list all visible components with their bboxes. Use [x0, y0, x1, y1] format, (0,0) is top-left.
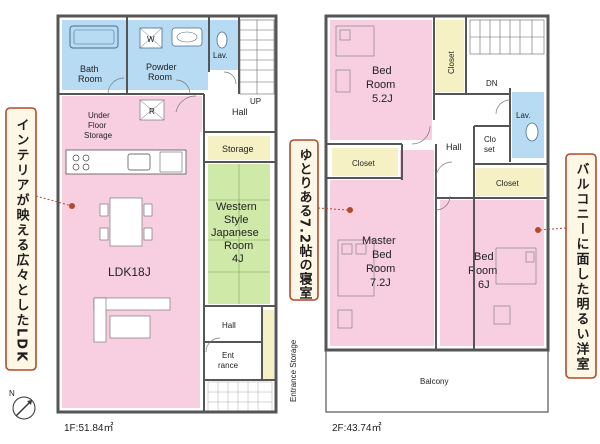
closet-4 — [476, 168, 544, 196]
powder-label-1: Powder — [146, 62, 177, 72]
dining-table-icon — [99, 197, 153, 247]
callout-left-text: インテリアが映える広々としたLDK — [14, 118, 30, 363]
japanese-label-4: Room — [224, 240, 253, 252]
kitchen-sink-icon — [127, 153, 151, 171]
hall-1f-2-label: Hall — [222, 321, 236, 330]
master-label-1: Master — [362, 235, 396, 247]
storage-1f — [208, 136, 270, 160]
under-floor-label-2: Floor — [88, 121, 107, 130]
bed2-label-2: Room — [468, 265, 497, 277]
callout-right-text: バルコニーに面した明るい洋室 — [574, 162, 590, 372]
stove-icon — [72, 154, 90, 171]
bed-icon-master — [337, 239, 375, 329]
sofa-icon — [93, 297, 171, 343]
entrance-label-2: rance — [218, 361, 239, 370]
balcony-label: Balcony — [420, 377, 448, 386]
closet2-label-2: set — [484, 145, 495, 154]
bath-label-2: Room — [78, 74, 102, 84]
callout-middle-text: ゆとりある7.2帖の寝室 — [297, 148, 313, 300]
stairs-1f — [239, 19, 275, 95]
under-floor-label-3: Storage — [84, 131, 113, 140]
bed2-label-1: Bed — [474, 251, 494, 263]
hall-1f-label: Hall — [232, 107, 248, 117]
bed1-label-3: 5.2J — [372, 93, 393, 105]
callout-middle-dot — [347, 207, 353, 213]
callout-left-dot — [69, 203, 75, 209]
closet2-label-1: Clo — [484, 135, 497, 144]
sink-icon — [171, 27, 203, 47]
floor-2: Bed Room 5.2J Closet DN Lav. Hall Clo se… — [324, 14, 550, 434]
closet1-label: Closet — [447, 51, 456, 74]
bed1-label-1: Bed — [372, 65, 392, 77]
entrance-storage-label: Entrance Storage — [289, 339, 298, 402]
bath-label-1: Bath — [80, 64, 99, 74]
ldk-room — [62, 96, 202, 408]
bathtub-icon — [69, 25, 119, 49]
compass-label: N — [9, 389, 15, 398]
bed-icon-2 — [493, 247, 537, 325]
toilet-2f-icon — [525, 122, 539, 142]
master-label-3: Room — [366, 263, 395, 275]
lav-1f-label: Lav. — [213, 51, 228, 60]
entrance-label-1: Ent — [222, 351, 235, 360]
storage-1f-label: Storage — [222, 144, 254, 154]
entrance — [208, 344, 260, 378]
floor1-caption: 1F:51.84㎡ — [64, 422, 113, 434]
bed-room-6j — [440, 200, 544, 346]
hall-2f-label: Hall — [446, 142, 462, 152]
balcony — [326, 352, 548, 412]
toilet-icon — [216, 31, 228, 49]
master-label-4: 7.2J — [370, 277, 391, 289]
bed1-label-2: Room — [366, 79, 395, 91]
porch — [207, 381, 273, 413]
lav-2f-label: Lav. — [516, 111, 531, 120]
closet-3 — [332, 148, 398, 176]
closet3-label: Closet — [352, 159, 375, 168]
closet-2 — [476, 128, 506, 162]
stairs-2f — [469, 19, 545, 55]
callout-right: バルコニーに面した明るい洋室 — [535, 153, 597, 379]
japanese-label-1: Western — [216, 201, 257, 213]
ldk-label: LDK18J — [108, 265, 151, 279]
japanese-label-5: 4J — [232, 253, 244, 265]
callout-left: インテリアが映える広々としたLDK — [5, 107, 75, 371]
japanese-label-2: Style — [224, 214, 248, 226]
floor2-caption: 2F:43.74㎡ — [332, 422, 381, 434]
entrance-storage — [262, 310, 274, 380]
dn-label: DN — [486, 79, 498, 88]
under-floor-label-1: Under — [88, 111, 110, 120]
r-mark: R — [149, 107, 155, 116]
floor-1: Bath Room W Powder Room Lav. UP Hall — [56, 14, 298, 434]
bath-room — [62, 20, 126, 90]
closet4-label: Closet — [496, 179, 519, 188]
powder-label-2: Room — [148, 72, 172, 82]
master-label-2: Bed — [372, 249, 392, 261]
up-label: UP — [250, 97, 261, 106]
bed2-label-3: 6J — [478, 279, 490, 291]
compass-icon: N — [9, 389, 36, 420]
closet-1 — [436, 20, 464, 92]
japanese-label-3: Japanese — [211, 227, 259, 239]
bed-icon-1 — [335, 25, 375, 93]
callout-right-dot — [535, 227, 541, 233]
callout-middle: ゆとりある7.2帖の寝室 — [289, 139, 353, 301]
master-bed-room — [330, 150, 434, 346]
washer-mark: W — [147, 35, 155, 44]
